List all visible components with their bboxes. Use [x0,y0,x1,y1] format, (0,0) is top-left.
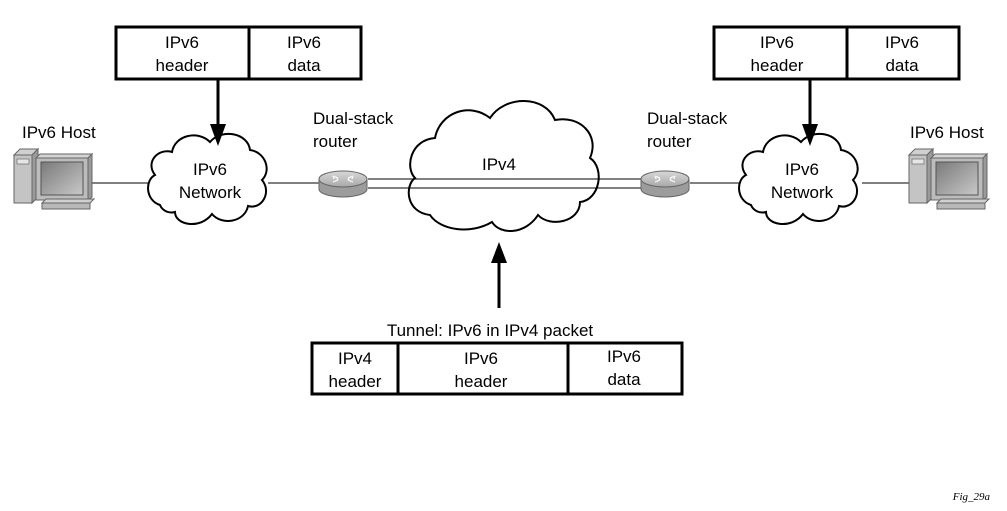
tunnel-ipv6-data-line1: IPv6 [607,347,641,366]
right-network-line2: Network [771,183,834,202]
right-router-label-line2: router [647,132,692,151]
left-router-label-line2: router [313,132,358,151]
left-host-label: IPv6 Host [22,123,96,142]
ipv4-network-label: IPv4 [482,155,516,174]
tunnel-ipv4-header-line1: IPv4 [338,349,372,368]
left-router-icon [318,170,368,198]
figure-id: Fig_29a [952,491,991,503]
left-ipv6-packet: IPv6 header IPv6 data [114,25,363,81]
left-router-label-line1: Dual-stack [313,109,394,128]
ipv4-cloud-icon [407,100,600,233]
left-host-computer-icon [13,148,95,210]
tunnel-packet: IPv4 header IPv6 header IPv6 data [310,341,684,396]
left-packet-data-line2: data [287,56,321,75]
tunnel-ipv6-header-line2: header [455,372,508,391]
left-packet-data-line1: IPv6 [287,33,321,52]
left-packet-header-line2: header [156,56,209,75]
left-network-line2: Network [179,183,242,202]
right-packet-header-line2: header [751,56,804,75]
right-arrow-head-icon [802,124,818,146]
tunnel-ipv4-header-line2: header [329,372,382,391]
left-arrow-head-icon [210,124,226,146]
right-packet-data-line2: data [885,56,919,75]
left-packet-header-line1: IPv6 [165,33,199,52]
right-host-label: IPv6 Host [910,123,984,142]
right-router-label-line1: Dual-stack [647,109,728,128]
left-ipv6-cloud-icon [147,132,268,225]
right-ipv6-packet: IPv6 header IPv6 data [712,25,961,81]
tunnel-packet-title: Tunnel: IPv6 in IPv4 packet [387,321,594,340]
tunnel-arrow-head-icon [491,242,507,263]
right-host-computer-icon [908,148,990,210]
right-router-icon [640,170,690,198]
left-network-line1: IPv6 [193,160,227,179]
right-ipv6-cloud-icon [738,132,859,225]
right-network-line1: IPv6 [785,160,819,179]
right-packet-header-line1: IPv6 [760,33,794,52]
tunnel-ipv6-header-line1: IPv6 [464,349,498,368]
right-packet-data-line1: IPv6 [885,33,919,52]
tunnel-ipv6-data-line2: data [607,370,641,389]
